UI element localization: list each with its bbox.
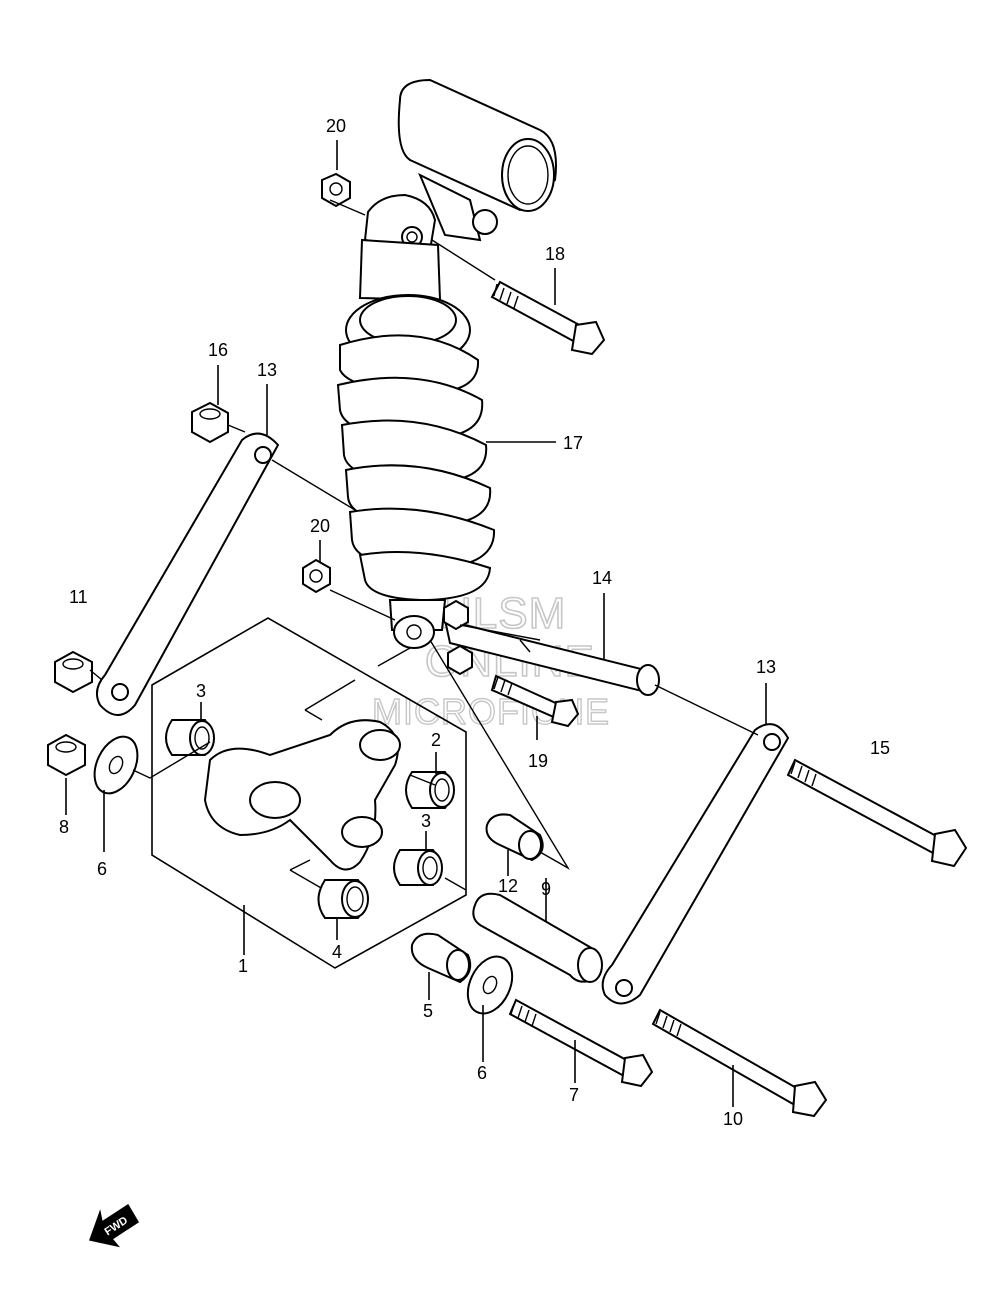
callout-12: 12: [498, 876, 518, 896]
bearing-3-left: [165, 719, 215, 756]
link-rod-13-right: [601, 723, 790, 1005]
leader-lines: [65, 140, 767, 1107]
callout-10: 10: [723, 1109, 743, 1129]
shock-absorber: [336, 78, 557, 649]
callout-14: 14: [592, 568, 612, 588]
washer-6-left: [93, 735, 139, 795]
nut-20-mid: [302, 558, 331, 594]
nut-11: [54, 650, 93, 694]
bearing-3-right: [393, 849, 443, 886]
spacer-14: [443, 618, 660, 696]
callout-2: 2: [431, 730, 441, 750]
spacer-12: [485, 813, 544, 862]
cushion-lever: [203, 679, 401, 897]
bearing-4: [317, 879, 369, 919]
callout-20-top: 20: [326, 116, 346, 136]
spring: [336, 334, 496, 602]
bolt-19: [490, 674, 580, 728]
callout-15: 15: [870, 738, 890, 758]
callout-5: 5: [423, 1001, 433, 1021]
fwd-arrow-icon: FWD: [89, 1203, 140, 1248]
assembly-center-lines: [89, 199, 759, 891]
bearing-2: [405, 771, 455, 809]
spacer-5: [410, 932, 472, 984]
bolt-18: [490, 280, 606, 356]
callout-19: 19: [528, 751, 548, 771]
callout-3-right: 3: [421, 811, 431, 831]
callout-6-right: 6: [477, 1063, 487, 1083]
callouts: 20 18 16 13 17 20 14 11 13 3 19 15 2 3 8…: [59, 116, 890, 1129]
callout-20-mid: 20: [310, 516, 330, 536]
callout-13-left: 13: [257, 360, 277, 380]
callout-9: 9: [541, 879, 551, 899]
callout-17: 17: [563, 433, 583, 453]
nut-16: [191, 401, 229, 444]
washer-6-right: [466, 955, 514, 1015]
nut-8: [47, 733, 86, 777]
callout-8: 8: [59, 817, 69, 837]
callout-1: 1: [238, 956, 248, 976]
spacer-9: [472, 892, 603, 983]
callout-7: 7: [569, 1085, 579, 1105]
cushion-lever-box: [151, 617, 467, 969]
nut-20-top: [321, 172, 351, 208]
callout-16: 16: [208, 340, 228, 360]
callout-6-left: 6: [97, 859, 107, 879]
callout-18: 18: [545, 244, 565, 264]
link-rod-13-left: [95, 432, 280, 716]
bolt-10: [651, 1008, 828, 1118]
bolt-15: [786, 758, 968, 868]
callout-13-right: 13: [756, 657, 776, 677]
callout-11: 11: [69, 587, 88, 607]
callout-4: 4: [332, 942, 342, 962]
nut-shock-lower: [443, 599, 473, 676]
bolt-7: [508, 998, 654, 1088]
callout-3-left: 3: [196, 681, 206, 701]
